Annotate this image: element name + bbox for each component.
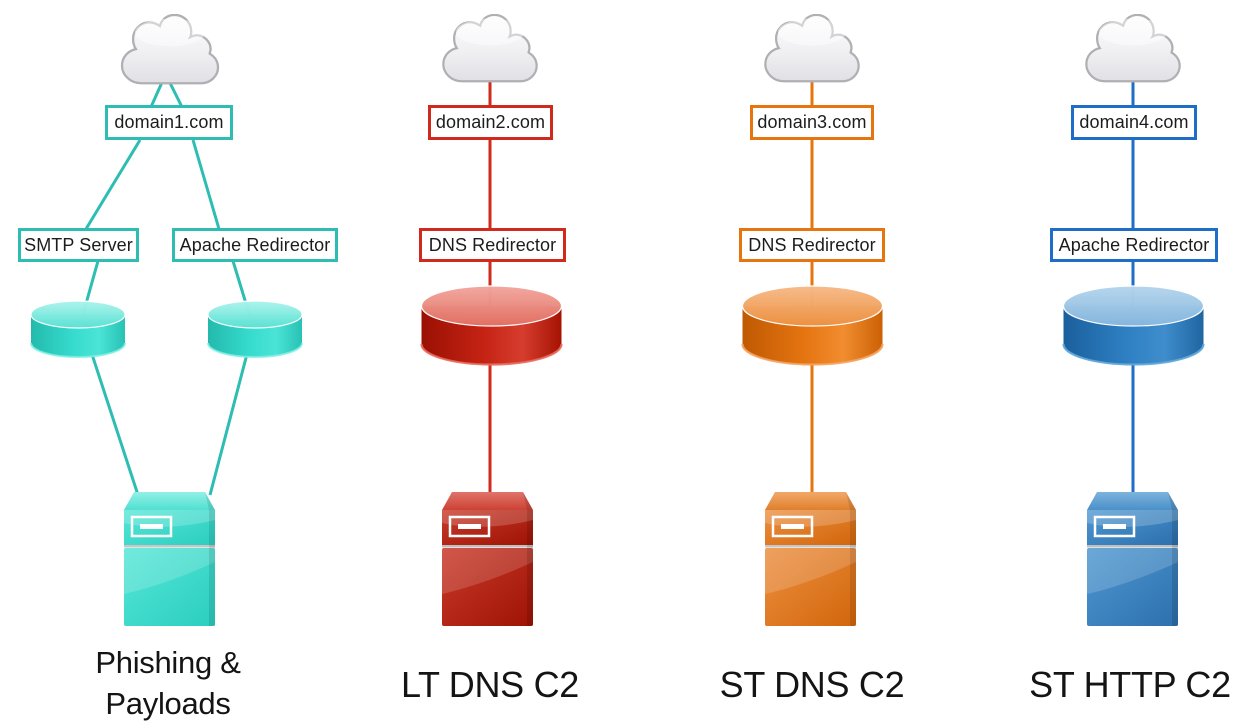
node-dns-redirector-3: DNS Redirector	[739, 228, 885, 262]
disk-icon	[420, 285, 563, 366]
node-domain2: domain2.com	[428, 105, 553, 140]
column-label-st-http-c2: ST HTTP C2	[1000, 663, 1248, 707]
label-line: Payloads	[105, 686, 231, 721]
internet-cloud-icon	[1085, 14, 1181, 83]
label-line: LT DNS C2	[400, 664, 580, 705]
label-line: ST HTTP C2	[1029, 664, 1231, 705]
node-domain3: domain3.com	[750, 105, 874, 140]
disk-icon	[207, 300, 303, 358]
node-apache-redirector-4: Apache Redirector	[1050, 228, 1218, 262]
column-label-lt-dns-c2: LT DNS C2	[360, 663, 620, 707]
column-label-st-dns-c2: ST DNS C2	[682, 663, 942, 707]
node-domain4: domain4.com	[1071, 105, 1197, 140]
server-icon	[124, 492, 215, 626]
node-apache-redirector-1: Apache Redirector	[172, 228, 338, 262]
node-dns-redirector-2: DNS Redirector	[419, 228, 566, 262]
disk-icon	[1062, 285, 1205, 366]
disk-icon	[30, 300, 126, 358]
column-label-phishing-payloads: Phishing & Payloads	[38, 642, 298, 723]
server-icon	[765, 492, 856, 626]
node-domain1: domain1.com	[105, 105, 233, 140]
disk-icon	[741, 285, 884, 366]
teal-connectors	[78, 78, 254, 496]
node-smtp-server: SMTP Server	[18, 228, 139, 262]
internet-cloud-icon	[120, 14, 220, 85]
server-icon	[1087, 492, 1178, 626]
label-line: Phishing &	[95, 645, 241, 680]
server-icon	[442, 492, 533, 626]
internet-cloud-icon	[442, 14, 538, 83]
label-line: ST DNS C2	[719, 664, 905, 705]
internet-cloud-icon	[764, 14, 860, 83]
